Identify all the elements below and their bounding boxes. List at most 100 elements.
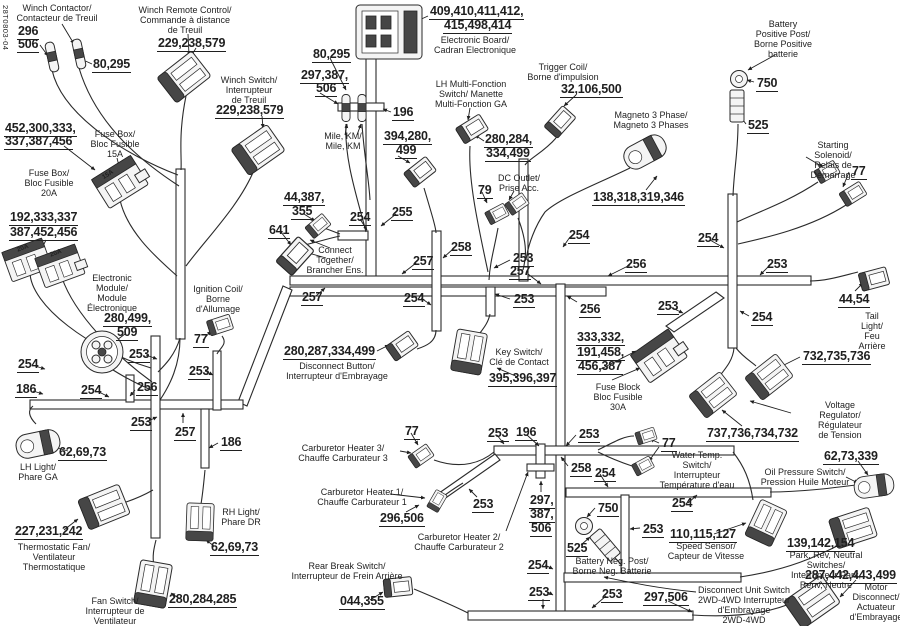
part-number: 334,499 (485, 146, 531, 162)
part-number: 138,318,319,346 (592, 190, 685, 206)
part-number: 229,238,579 (215, 103, 285, 119)
part-number: 280,499, (103, 311, 153, 327)
part-number: 525 (566, 541, 589, 557)
part-number: 254 (349, 210, 372, 226)
component-label: Carburetor Heater 2/ Chauffe Carburateur… (414, 532, 504, 552)
part-number: 737,736,734,732 (706, 426, 799, 442)
fuse-rating-mark: 15A (101, 168, 115, 181)
part-number: 253 (642, 522, 665, 538)
part-number: 337,387,456 (4, 134, 74, 150)
part-number: 253 (472, 497, 495, 513)
part-number: 257 (509, 264, 532, 280)
part-number: 254 (403, 291, 426, 307)
part-number: 254 (17, 357, 40, 373)
part-number: 186 (15, 382, 38, 398)
part-number: 415,498,414 (443, 18, 513, 34)
component-label: Electronic Module/ Module Électronique (86, 273, 138, 313)
component-label: Electronic Board/ Cadran Electronique (433, 35, 517, 55)
part-number: 409,410,411,412, (429, 4, 525, 20)
component-label: DC Outlet/ Prise Acc. (497, 173, 541, 193)
part-number: 499 (395, 143, 418, 159)
part-number: 254 (568, 228, 591, 244)
part-number: 254 (80, 383, 103, 399)
part-number: 44,387, (283, 190, 326, 206)
part-number: 506 (17, 37, 40, 53)
component-label: Winch Switch/ Interrupteur de Treuil (220, 75, 278, 105)
component-label: Rear Break Switch/ Interrupteur de Frein… (291, 561, 403, 581)
part-number: 192,333,337 (9, 210, 79, 226)
part-number: 80,295 (312, 47, 352, 63)
part-number: 256 (625, 257, 648, 273)
part-number: 253 (512, 251, 535, 267)
part-number: 296 (17, 24, 40, 40)
part-number: 257 (174, 425, 197, 441)
part-number: 253 (657, 299, 680, 315)
part-number: 280,287,334,499 (283, 344, 376, 360)
part-number: 186 (220, 435, 243, 451)
part-number: 77 (661, 436, 677, 452)
part-number: 280,284,285 (168, 592, 238, 608)
part-number: 196 (392, 105, 415, 121)
component-label: Water Temp. Switch/ Interrupteur Tempéra… (659, 450, 735, 490)
component-label: Disconnect Button/ Interrupteur d'Embray… (286, 361, 388, 381)
part-number: 256 (579, 302, 602, 318)
part-number: 280,284, (484, 132, 534, 148)
component-label: Winch Remote Control/ Commande à distanc… (138, 5, 232, 35)
part-number: 296,506 (379, 511, 425, 527)
component-label: Connect Together/ Brancher Ens. (306, 245, 364, 275)
component-label: Starting Solenoid/ Relais de Démarrage (810, 140, 856, 180)
fuse-rating-mark: 20A (49, 247, 63, 259)
part-number: 387, (529, 507, 555, 523)
component-label: Magneto 3 Phase/ Magneto 3 Phases (613, 110, 689, 130)
component-label: Trigger Coil/ Borne d'impulsion (527, 62, 599, 82)
part-number: 750 (597, 501, 620, 517)
component-label: Battery Neg. Post/ Borne Neg. Batterie (572, 556, 652, 576)
part-number: 452,300,333, (4, 121, 77, 137)
part-number: 253 (578, 427, 601, 443)
component-label: RH Light/ Phare DR (221, 507, 261, 527)
part-number: 253 (128, 347, 151, 363)
part-number: 394,280, (383, 129, 433, 145)
part-number: 297,506 (643, 590, 689, 606)
harness-bands (29, 56, 812, 621)
part-number: 750 (756, 76, 779, 92)
part-number: 254 (751, 310, 774, 326)
component-label: Motor Disconnect/ Actuateur d'Embrayage (849, 582, 900, 622)
part-number: 253 (601, 587, 624, 603)
part-number: 139,142,154 (786, 536, 856, 552)
part-number: 255 (391, 205, 414, 221)
component-label: Park, Rev, Neutral Switches/ Interrupteu… (789, 550, 863, 590)
component-label: Carburetor Heater 3/ Chauffe Carburateur… (298, 443, 388, 463)
component-label: Ignition Coil/ Borne d'Allumage (193, 284, 243, 314)
part-number: 257 (412, 254, 435, 270)
component-label: Fuse Block Bloc Fusible 30A (593, 382, 643, 412)
part-number: 253 (513, 292, 536, 308)
part-number: 227,231,242 (14, 524, 84, 540)
part-number: 196 (515, 425, 538, 441)
document-code: 28T0803-04 (1, 5, 10, 51)
harness-wires (29, 67, 859, 617)
part-number: 256 (136, 380, 159, 396)
part-number: 77 (851, 164, 867, 180)
component-label: Mile, KM/ Mile, KM (324, 131, 362, 151)
part-number: 732,735,736 (802, 349, 872, 365)
part-number: 229,238,579 (157, 36, 227, 52)
part-number: 509 (116, 325, 139, 341)
part-number: 32,106,500 (560, 82, 623, 98)
part-number: 506 (530, 521, 553, 537)
part-number: 257 (301, 290, 324, 306)
component-label: Key Switch/ Clé de Contact (489, 347, 549, 367)
component-label: Oil Pressure Switch/ Pression Huile Mote… (760, 467, 850, 487)
part-number: 355 (291, 204, 314, 220)
component-label: Fan Switch/ Interrupteur de Ventilateur (85, 596, 145, 626)
part-number: 254 (594, 466, 617, 482)
part-number: 44,54 (838, 292, 871, 308)
part-number: 254 (527, 558, 550, 574)
component-label: Thermostatic Fan/ Ventilateur Thermostat… (17, 542, 91, 572)
part-number: 297, (529, 493, 555, 509)
component-label: LH Multi-Fonction Switch/ Manette Multi-… (434, 79, 508, 109)
part-number: 253 (766, 257, 789, 273)
